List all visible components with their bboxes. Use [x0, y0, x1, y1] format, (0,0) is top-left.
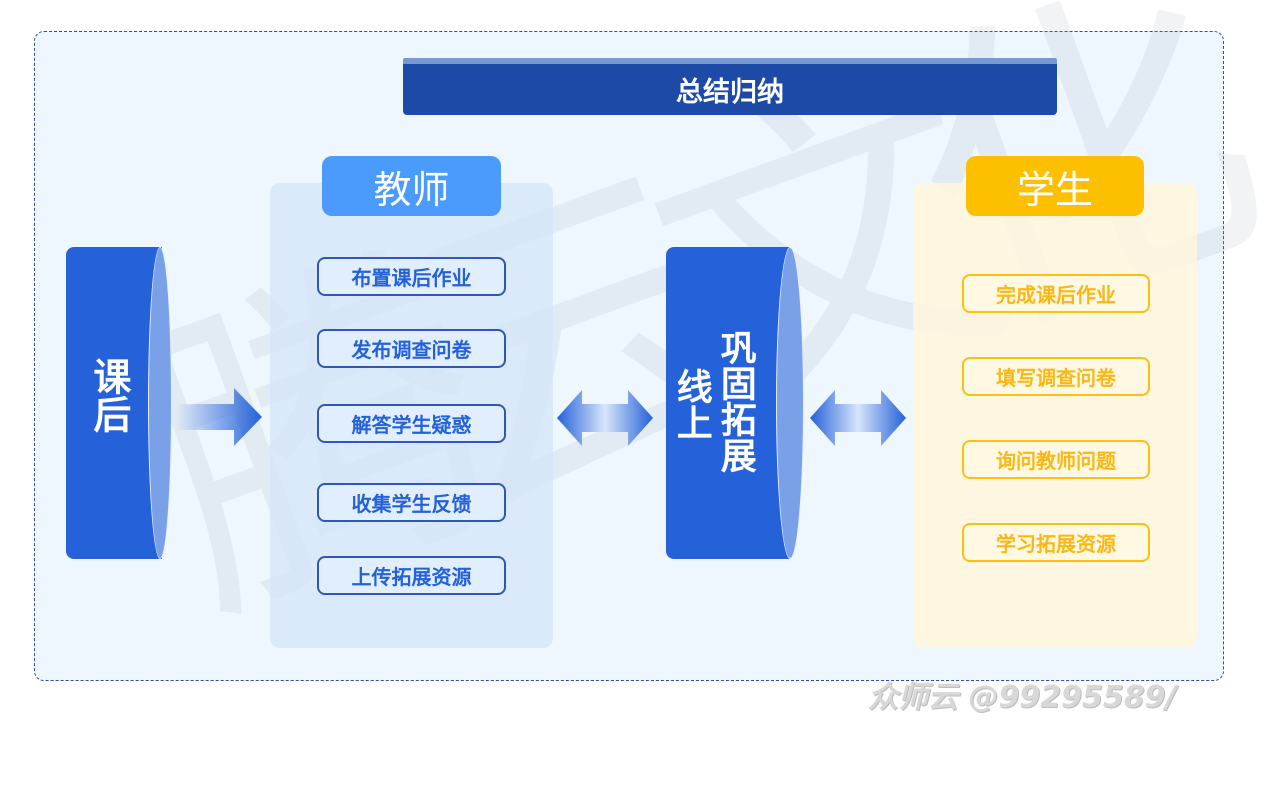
student-item: 学习拓展资源 — [962, 523, 1150, 562]
student-item: 填写调查问卷 — [962, 357, 1150, 396]
student-header: 学生 — [966, 156, 1144, 216]
online-consolidation-label-2: 巩固拓展 — [714, 329, 756, 473]
title-text: 总结归纳 — [676, 77, 784, 108]
teacher-header: 教师 — [322, 156, 501, 216]
teacher-header-label: 教师 — [373, 167, 450, 212]
title-banner: 总结归纳 — [403, 58, 1057, 115]
double-arrow-icon — [557, 390, 653, 446]
right-arrow-icon — [176, 388, 262, 446]
teacher-item: 解答学生疑惑 — [317, 404, 506, 443]
student-panel — [913, 183, 1197, 648]
teacher-item: 上传拓展资源 — [317, 556, 506, 595]
teacher-item: 发布调查问卷 — [317, 329, 506, 368]
student-item: 完成课后作业 — [962, 274, 1150, 313]
online-consolidation-cylinder: 巩固拓展 线上 — [666, 247, 804, 559]
teacher-item: 布置课后作业 — [317, 257, 506, 296]
after-class-label: 课后 — [86, 357, 131, 433]
online-consolidation-label-1: 线上 — [670, 368, 712, 440]
teacher-item: 收集学生反馈 — [317, 483, 506, 522]
student-header-label: 学生 — [1016, 167, 1093, 212]
after-class-cylinder: 课后 — [66, 247, 174, 559]
student-item: 询问教师问题 — [962, 440, 1150, 479]
footer-watermark: 众师云 @99295589/ — [868, 680, 1177, 715]
double-arrow-icon — [810, 390, 906, 446]
